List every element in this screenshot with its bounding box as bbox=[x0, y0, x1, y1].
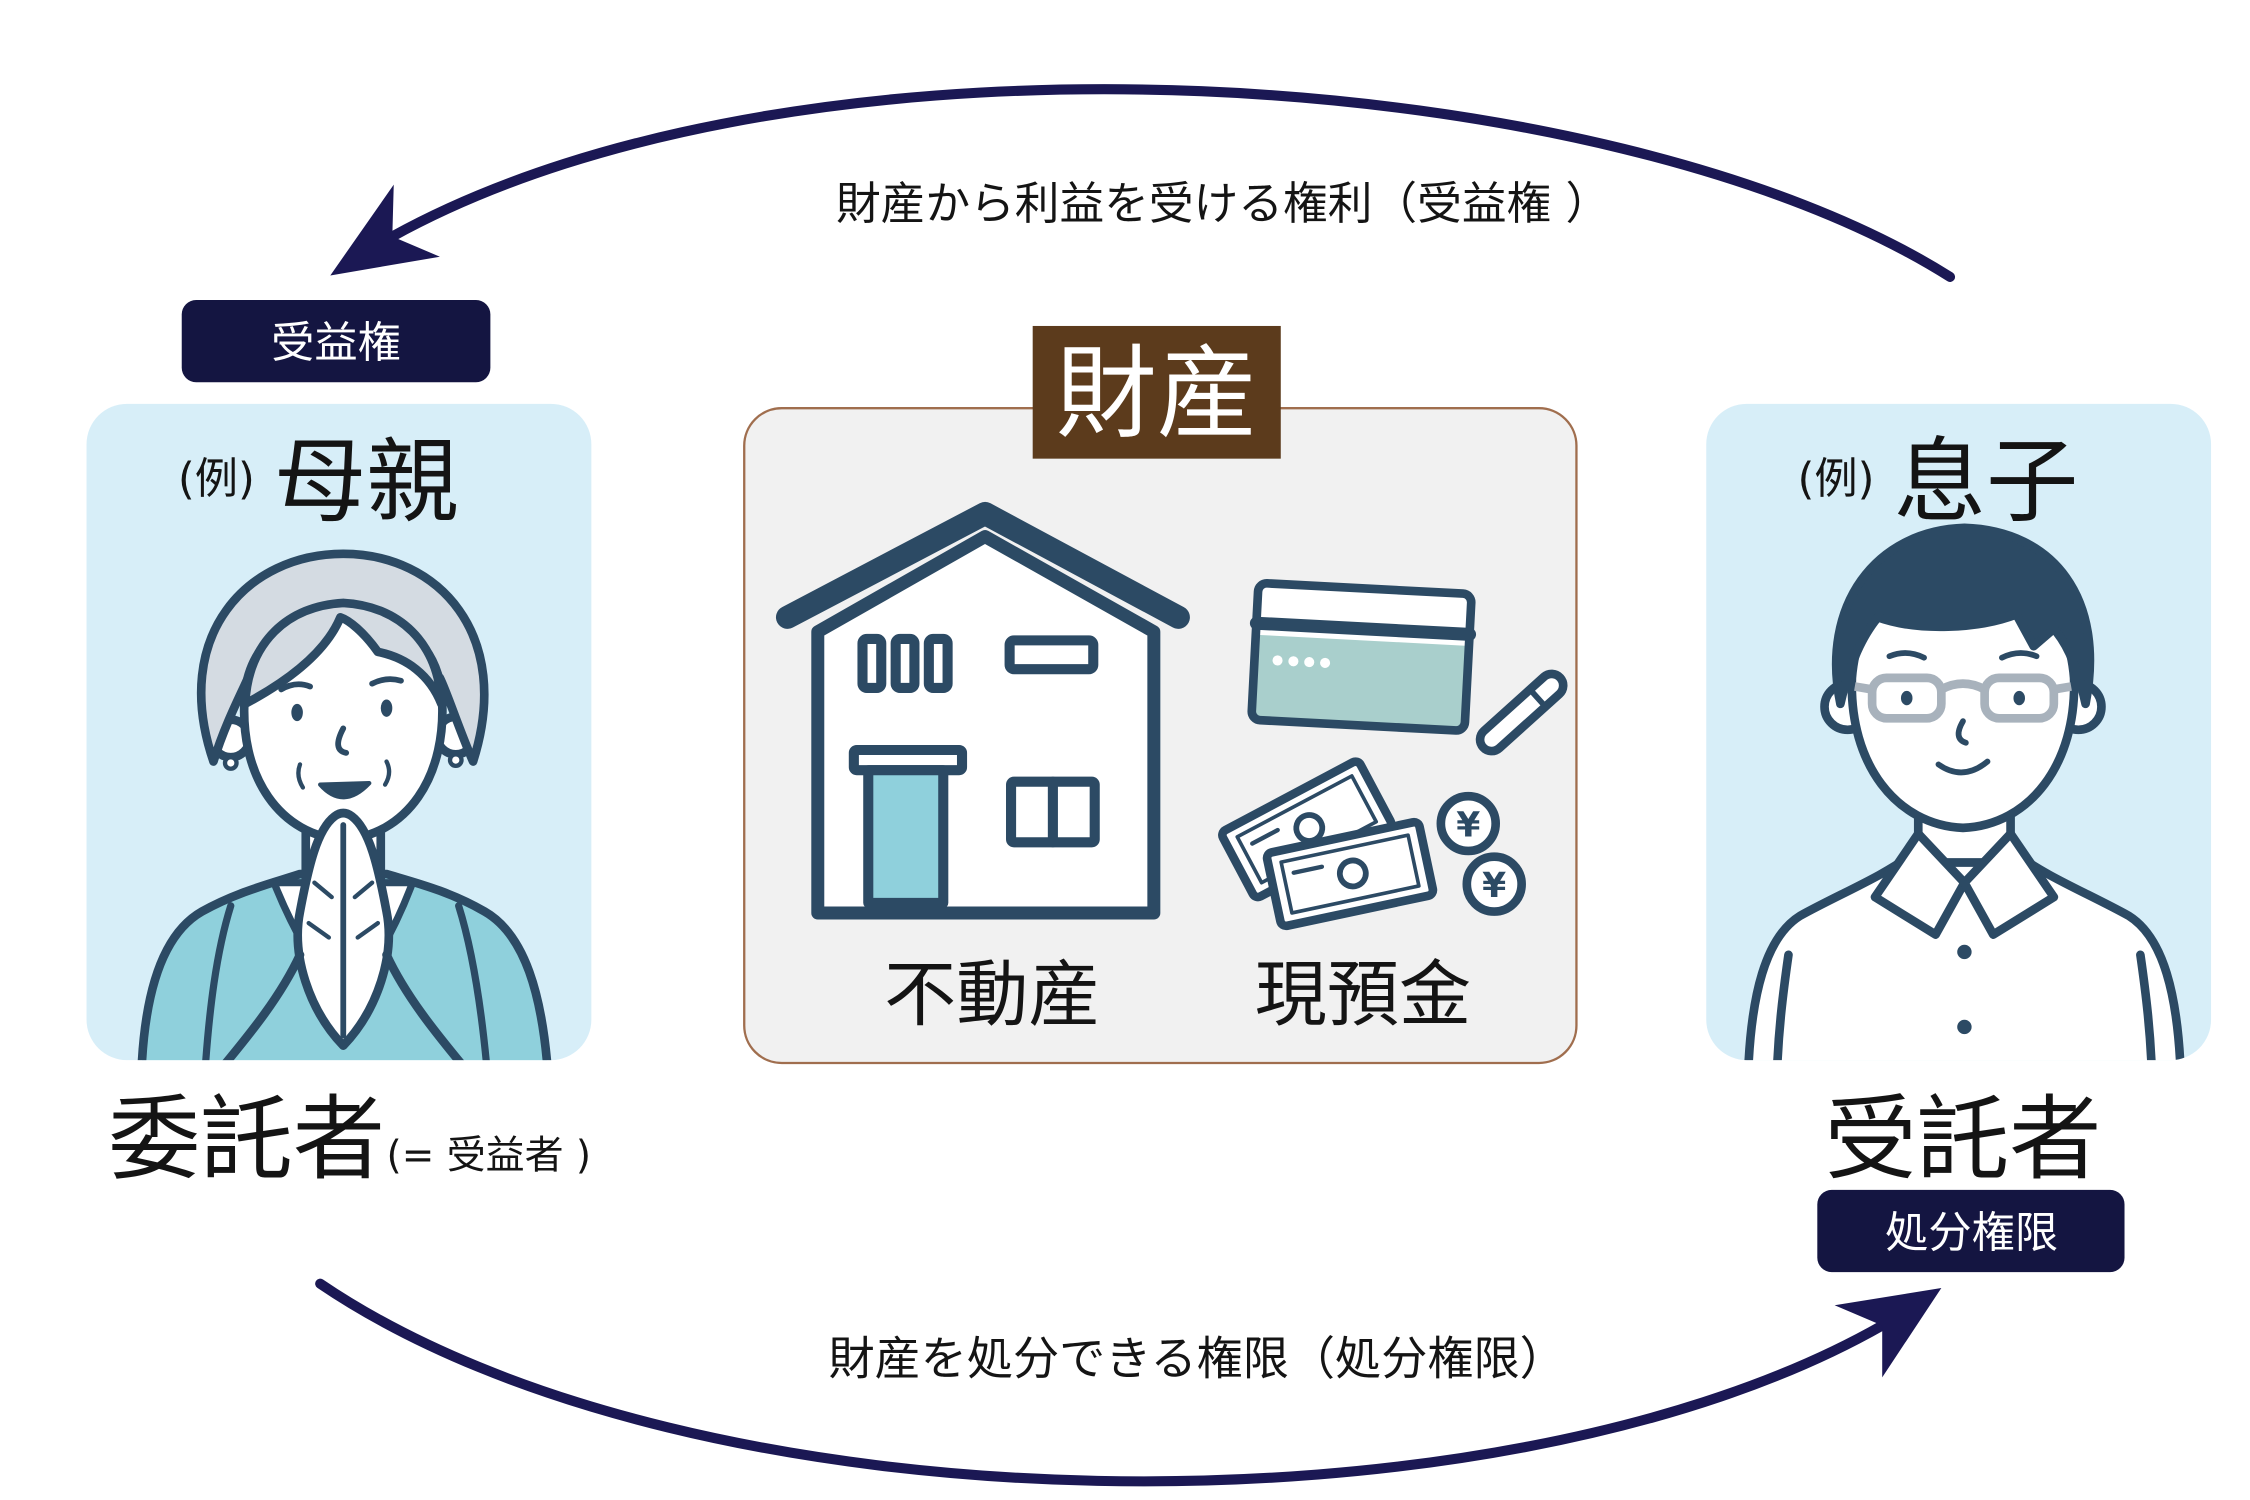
disposal-authority-badge: 処分権限 bbox=[1817, 1189, 2125, 1273]
settlor-role-note: (= 受益者 ) bbox=[387, 1133, 592, 1178]
benefit-arrowhead-icon bbox=[330, 184, 440, 276]
credit-card-icon bbox=[1247, 579, 1477, 735]
disposal-arrow-line bbox=[315, 1278, 1888, 1487]
house-icon bbox=[775, 501, 1190, 920]
coin-symbol: ¥ bbox=[1482, 866, 1506, 906]
top-arrow-label: 財産から利益を受ける権利（受益権 ） bbox=[836, 177, 1610, 230]
example-prefix: (例) bbox=[178, 454, 255, 504]
settlor-person: 母親 bbox=[274, 427, 459, 535]
banknote-icon bbox=[1262, 817, 1438, 931]
beneficial-interest-badge: 受益権 bbox=[181, 300, 491, 383]
badge-background bbox=[1817, 1189, 2125, 1273]
badge-label: 受益権 bbox=[271, 319, 401, 369]
assets-title-background bbox=[1032, 325, 1281, 459]
badge-background bbox=[181, 300, 491, 383]
trustee-person: 息子 bbox=[1894, 427, 2079, 535]
house-roof bbox=[775, 501, 1190, 629]
badge-label: 処分権限 bbox=[1885, 1209, 2058, 1259]
real-estate-label: 不動産 bbox=[884, 954, 1100, 1038]
pen-icon bbox=[1475, 669, 1568, 756]
glasses-icon bbox=[1854, 673, 2072, 723]
house-door bbox=[863, 765, 949, 908]
young-man-glasses-icon bbox=[1743, 523, 2186, 1061]
coin-symbol: ¥ bbox=[1456, 806, 1480, 846]
assets-title: 財産 bbox=[1056, 334, 1258, 452]
example-prefix: (例) bbox=[1798, 454, 1875, 504]
disposal-arrowhead-icon bbox=[1834, 1287, 1942, 1378]
cash-and-cards-icon: ¥ ¥ bbox=[1218, 579, 1568, 931]
benefit-arrow-line bbox=[387, 84, 1956, 282]
benefit-right-arrow bbox=[330, 84, 1956, 282]
assets-title-label: 財産 bbox=[1032, 325, 1281, 459]
hair bbox=[1831, 523, 2095, 709]
cash-deposits-label: 現預金 bbox=[1255, 954, 1471, 1038]
disposal-authority-arrow bbox=[315, 1278, 1942, 1487]
elderly-woman-icon bbox=[137, 549, 553, 1061]
coin-icon: ¥ bbox=[1436, 791, 1500, 856]
bottom-arrow-label: 財産を処分できる権限（処分権限） bbox=[828, 1332, 1565, 1386]
trustee-role: 受託者 bbox=[1825, 1085, 2102, 1193]
settlor-role: 委託者 bbox=[108, 1085, 385, 1193]
coin-icon: ¥ bbox=[1462, 852, 1526, 916]
